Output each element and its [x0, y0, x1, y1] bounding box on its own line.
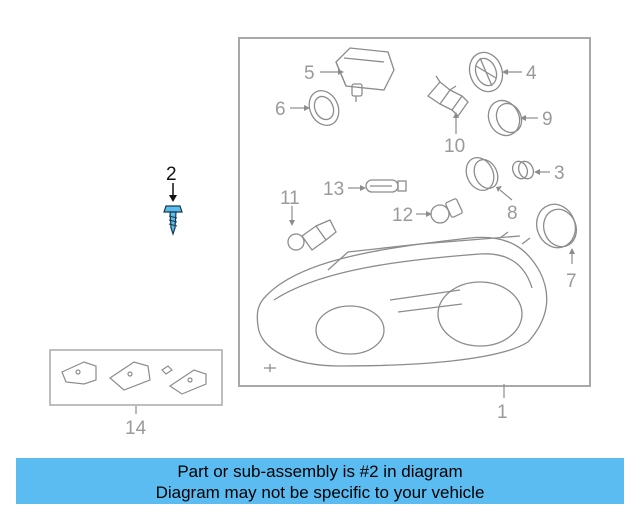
- arrow-4: [502, 69, 508, 75]
- part-11-bulb[interactable]: [287, 219, 337, 251]
- arrow-7: [569, 248, 575, 254]
- part-6-ring[interactable]: [304, 86, 345, 130]
- part-14-brackets[interactable]: [61, 361, 207, 395]
- part-13-wedge-bulb[interactable]: [365, 179, 407, 193]
- arrow-9: [520, 115, 526, 121]
- arrow-13: [360, 185, 366, 191]
- part-8-ring[interactable]: [461, 153, 502, 195]
- callout-13: 13: [323, 179, 344, 200]
- part-5-level-motor[interactable]: [335, 47, 395, 102]
- banner-line-1: Part or sub-assembly is #2 in diagram: [177, 462, 463, 481]
- callout-1: 1: [497, 402, 508, 423]
- arrow-8: [496, 186, 502, 192]
- part-2-screw[interactable]: [163, 205, 183, 236]
- part-1-headlamp[interactable]: [256, 231, 548, 372]
- arrow-6: [304, 105, 310, 111]
- arrow-2: [169, 195, 177, 202]
- arrow-5: [338, 69, 344, 75]
- callout-8: 8: [507, 203, 518, 224]
- banner-line-2: Diagram may not be specific to your vehi…: [155, 483, 485, 502]
- part-12-bulb[interactable]: [430, 198, 463, 224]
- part-7-cap[interactable]: [531, 199, 582, 253]
- callout-12: 12: [392, 205, 413, 226]
- part-3-socket[interactable]: [510, 159, 536, 181]
- bracket-frame: [49, 349, 223, 406]
- callout-10: 10: [444, 136, 465, 157]
- part-4-cap[interactable]: [464, 48, 508, 97]
- arrow-12: [426, 211, 432, 217]
- arrow-3: [534, 169, 540, 175]
- arrow-11: [289, 220, 295, 226]
- arrow-10: [453, 112, 459, 118]
- part-9-seal[interactable]: [483, 95, 526, 140]
- part-10-bulb[interactable]: [427, 75, 469, 118]
- callout-11: 11: [280, 188, 300, 209]
- leader-8: [499, 189, 513, 201]
- callout-2: 2: [166, 164, 177, 185]
- callout-3: 3: [554, 163, 565, 184]
- info-banner: Part or sub-assembly is #2 in diagram Di…: [16, 458, 624, 504]
- callout-14: 14: [125, 418, 147, 439]
- callout-9: 9: [542, 109, 553, 130]
- assembly-frame: [238, 37, 591, 387]
- callout-6: 6: [275, 99, 286, 120]
- callout-4: 4: [526, 63, 537, 84]
- callout-5: 5: [304, 63, 315, 84]
- callout-7: 7: [566, 271, 577, 292]
